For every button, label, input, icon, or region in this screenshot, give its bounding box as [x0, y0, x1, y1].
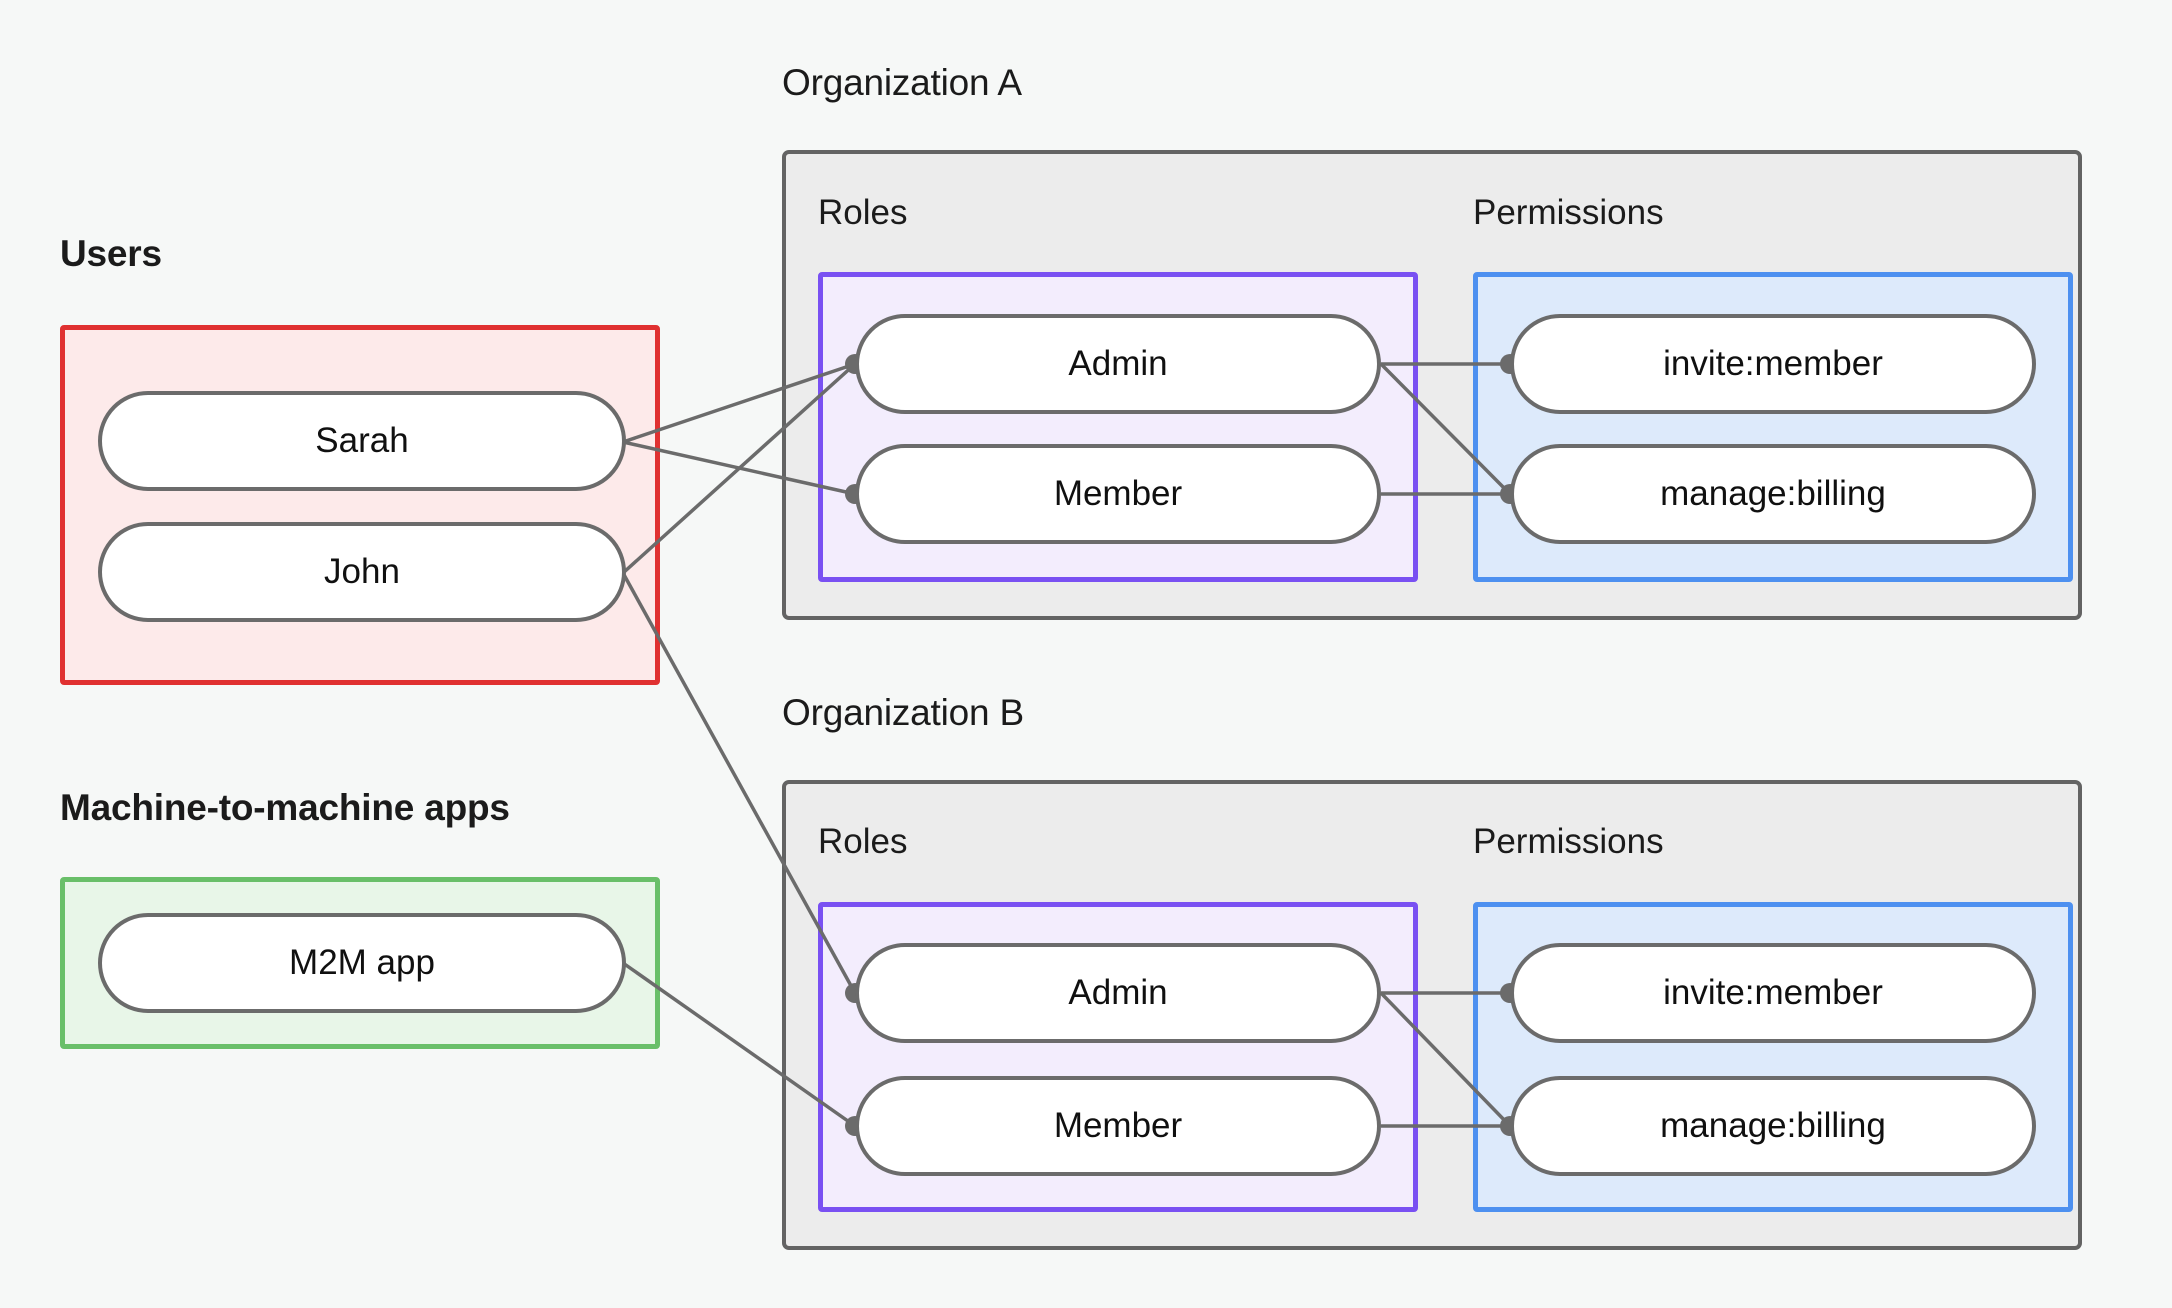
org-a-title: Organization A [782, 62, 1022, 103]
org-b-role-pill-member-label: Member [1053, 1106, 1183, 1145]
user-pill-john-label: John [324, 552, 400, 591]
org-a-permission-pill-manage-billing-label: manage:billing [1660, 474, 1886, 513]
org-b-role-pill-member[interactable]: Member [855, 1076, 1381, 1176]
org-b-role-pill-admin[interactable]: Admin [855, 943, 1381, 1043]
org-b-role-pill-admin-label: Admin [1068, 973, 1168, 1012]
org-a-roles-label: Roles [818, 193, 908, 232]
org-b-permissions-label: Permissions [1473, 822, 1664, 861]
org-b-permission-pill-invite-member-label: invite:member [1663, 973, 1883, 1012]
org-a-permissions-label: Permissions [1473, 193, 1664, 232]
org-b-roles-label: Roles [818, 822, 908, 861]
m2m-group-title: Machine-to-machine apps [60, 787, 510, 828]
org-a-permission-pill-invite-member[interactable]: invite:member [1510, 314, 2036, 414]
user-pill-john[interactable]: John [98, 522, 626, 622]
org-b-permission-pill-manage-billing[interactable]: manage:billing [1510, 1076, 2036, 1176]
m2m-pill-app-label: M2M app [289, 943, 435, 982]
users-container [60, 325, 660, 685]
org-a-role-pill-member-label: Member [1053, 474, 1183, 513]
org-a-role-pill-member[interactable]: Member [855, 444, 1381, 544]
org-a-permission-pill-manage-billing[interactable]: manage:billing [1510, 444, 2036, 544]
m2m-pill-app[interactable]: M2M app [98, 913, 626, 1013]
org-a-permission-pill-invite-member-label: invite:member [1663, 344, 1883, 383]
org-b-permission-pill-manage-billing-label: manage:billing [1660, 1106, 1886, 1145]
users-group-title: Users [60, 233, 162, 274]
org-a-role-pill-admin[interactable]: Admin [855, 314, 1381, 414]
org-a-role-pill-admin-label: Admin [1068, 344, 1168, 383]
user-pill-sarah[interactable]: Sarah [98, 391, 626, 491]
org-b-permission-pill-invite-member[interactable]: invite:member [1510, 943, 2036, 1043]
org-b-title: Organization B [782, 692, 1024, 733]
user-pill-sarah-label: Sarah [315, 421, 409, 460]
